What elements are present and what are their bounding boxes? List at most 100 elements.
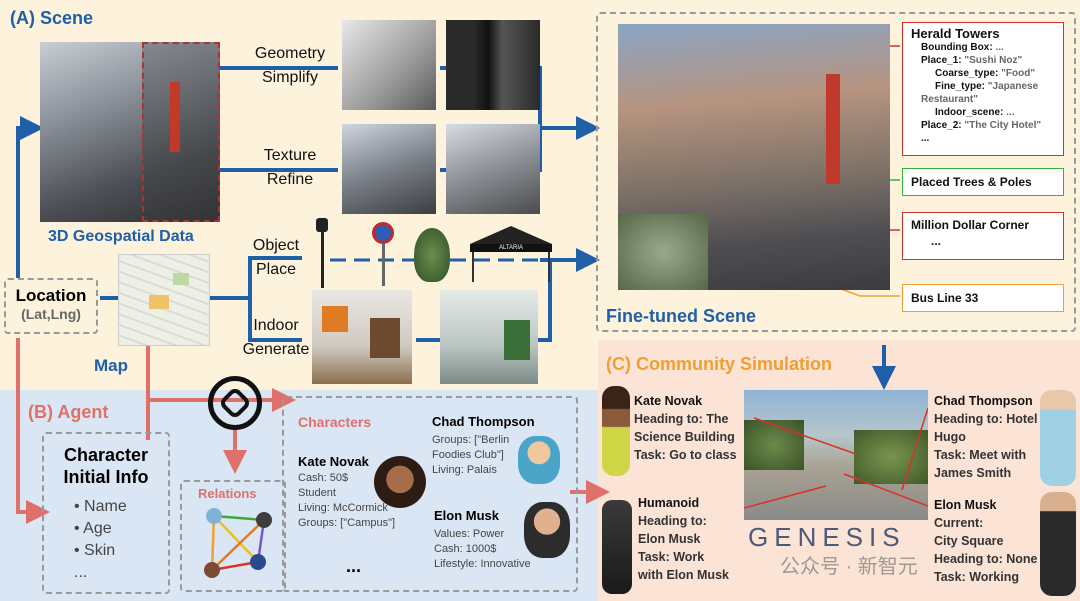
location-box: Location (Lat,Lng) xyxy=(4,278,98,334)
geometry-simplify-label: Geometry Simplify xyxy=(244,42,336,90)
chad-avatar xyxy=(518,436,560,484)
chad-line-2: Living: Palais xyxy=(432,464,497,476)
herald-line-3: Fine_type: "Japanese xyxy=(935,81,1039,92)
herald-line-4: Restaurant" xyxy=(921,94,978,105)
char-info-line2: Initial Info xyxy=(63,467,149,487)
sim-chad-name: Chad Thompson xyxy=(934,394,1033,408)
sim-kate-line-1: Science Building xyxy=(634,430,735,444)
chad-card: Chad Thompson Groups: ["Berlin Foodies C… xyxy=(432,414,535,478)
sim-chad-line-0: Heading to: Hotel xyxy=(934,412,1038,426)
relations-box xyxy=(180,480,286,592)
finetuned-scene-image xyxy=(618,24,890,290)
location-label: Location xyxy=(15,286,87,305)
geospatial-label: 3D Geospatial Data xyxy=(48,228,194,245)
geometry-label-line2: Simplify xyxy=(261,69,318,86)
crop-highlight xyxy=(142,42,220,222)
sim-chad-line-1: Hugo xyxy=(934,430,966,444)
elon-avatar xyxy=(524,502,570,558)
geometry-result-1 xyxy=(342,20,436,110)
trees-callout: Placed Trees & Poles xyxy=(902,168,1064,196)
elon-details: Values: Power Cash: 1000$ Lifestyle: Inn… xyxy=(434,527,531,572)
sim-kate-line-0: Heading to: The xyxy=(634,412,729,426)
indoor-room-image xyxy=(312,290,412,384)
object-label-line1: Object xyxy=(252,237,300,254)
sim-humanoid-line-2: Task: Work xyxy=(638,550,705,564)
kate-name: Kate Novak xyxy=(298,454,369,469)
sim-humanoid-line-0: Heading to: xyxy=(638,514,707,528)
elon-line-2: Lifestyle: Innovative xyxy=(434,558,531,570)
openai-logo-icon xyxy=(208,376,262,430)
bullet-skin: • Skin xyxy=(74,542,116,559)
chad-details: Groups: ["Berlin Foodies Club"] Living: … xyxy=(432,433,535,478)
herald-line-2: Coarse_type: "Food" xyxy=(935,68,1036,79)
million-title: Million Dollar Corner xyxy=(911,218,1030,232)
sim-chad-line-2: Task: Meet with xyxy=(934,448,1027,462)
map-label: Map xyxy=(94,356,128,375)
characters-ellipsis: ... xyxy=(346,556,362,576)
simulation-image xyxy=(744,390,928,520)
geometry-label-line1: Geometry xyxy=(254,45,326,62)
char-info-title: Character Initial Info xyxy=(44,444,168,488)
herald-line-7: ... xyxy=(921,133,930,144)
geospatial-image xyxy=(40,42,220,222)
elon-line-1: Cash: 1000$ xyxy=(434,543,497,555)
characters-label: Characters xyxy=(298,414,372,430)
texture-refine-label: Texture Refine xyxy=(244,144,336,192)
object-place-label: Object Place xyxy=(240,234,312,282)
bullet-name: • Name xyxy=(74,498,127,515)
chad-figure xyxy=(1040,390,1076,486)
char-info-line1: Character xyxy=(63,445,149,465)
sim-elon: Elon Musk Current: City Square Heading t… xyxy=(934,496,1037,586)
kate-card: Kate Novak Cash: 50$ Student Living: McC… xyxy=(298,454,395,531)
char-info-box: Character Initial Info • Name • Age • Sk… xyxy=(42,432,170,594)
elon-name: Elon Musk xyxy=(434,508,500,523)
object-label-line2: Place xyxy=(255,261,297,278)
sim-elon-name: Elon Musk xyxy=(934,498,997,512)
kate-line-3: Groups: ["Campus"] xyxy=(298,517,396,529)
agent-title: (B) Agent xyxy=(28,402,109,422)
herald-line-0: Bounding Box: ... xyxy=(921,42,1004,53)
bullet-age: • Age xyxy=(74,520,112,537)
characters-box xyxy=(282,396,578,592)
indoor-generate-label: Indoor Generate xyxy=(236,314,316,362)
tent-label: ALTARIA xyxy=(470,244,552,252)
sim-humanoid-line-1: Elon Musk xyxy=(638,532,701,546)
tent-icon: ALTARIA xyxy=(470,226,552,282)
herald-line-1: Place_1: "Sushi Noz" xyxy=(921,55,1023,66)
sim-kate-line-2: Task: Go to class xyxy=(634,448,737,462)
sim-humanoid-name: Humanoid xyxy=(638,496,700,510)
bus-callout: Bus Line 33 xyxy=(902,284,1064,312)
sim-humanoid-line-3: with Elon Musk xyxy=(638,568,729,582)
genesis-logo: GENESIS xyxy=(748,522,906,552)
geometry-result-2 xyxy=(446,20,540,110)
kate-figure xyxy=(602,386,630,476)
community-title: (C) Community Simulation xyxy=(606,354,832,374)
chad-line-0: Groups: ["Berlin xyxy=(432,434,510,446)
latlng-label: (Lat,Lng) xyxy=(21,306,81,322)
kate-line-0: Cash: 50$ xyxy=(298,472,349,484)
elon-figure xyxy=(1040,492,1076,596)
texture-result-2 xyxy=(446,124,540,214)
sign-pole xyxy=(382,244,385,286)
indoor-label-line1: Indoor xyxy=(253,317,299,334)
scene-title: (A) Scene xyxy=(10,8,94,28)
indoor-store-image xyxy=(440,290,538,384)
sim-elon-line-1: City Square xyxy=(934,534,1004,548)
finetuned-frame xyxy=(596,12,1076,332)
texture-label-line1: Texture xyxy=(263,147,317,164)
sim-kate-name: Kate Novak xyxy=(634,394,703,408)
relations-graph xyxy=(204,508,272,578)
herald-towers-callout: Herald Towers Bounding Box: ... Place_1:… xyxy=(902,22,1064,156)
simulation-leaders xyxy=(744,407,928,509)
chad-name: Chad Thompson xyxy=(432,414,535,429)
finetuned-label: Fine-tuned Scene xyxy=(606,306,757,326)
kate-line-1: Student xyxy=(298,487,336,499)
sim-humanoid: Humanoid Heading to: Elon Musk Task: Wor… xyxy=(638,494,729,584)
kate-line-2: Living: McCormick xyxy=(298,502,388,514)
map-image xyxy=(118,254,210,346)
herald-title: Herald Towers xyxy=(911,26,1000,41)
agent-panel xyxy=(0,390,598,601)
street-lamp-icon xyxy=(316,218,328,288)
texture-result-1 xyxy=(342,124,436,214)
sim-chad: Chad Thompson Heading to: Hotel Hugo Tas… xyxy=(934,392,1037,482)
